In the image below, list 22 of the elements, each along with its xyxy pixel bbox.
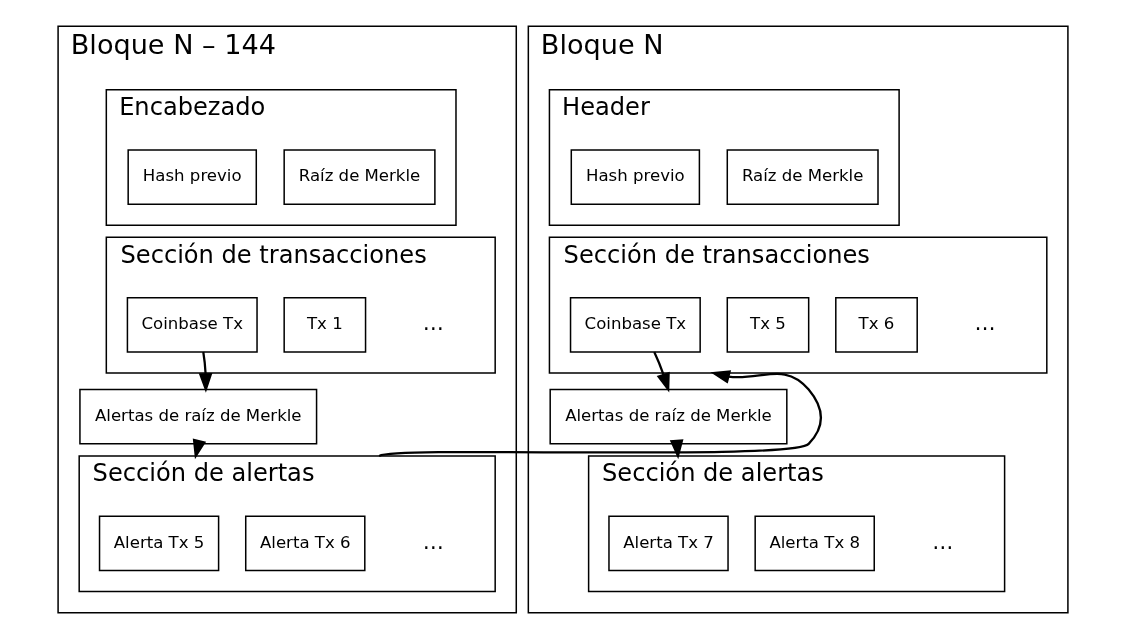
node-box: Alerta Tx 6 xyxy=(244,515,366,572)
node-box: Alerta Tx 8 xyxy=(754,515,875,572)
node-box: Tx 6 xyxy=(835,296,918,353)
node-box: Coinbase Tx xyxy=(569,296,701,353)
node-box: Raíz de Merkle xyxy=(726,149,879,205)
node-box: Alerta Tx 7 xyxy=(608,515,729,572)
arrow xyxy=(653,351,670,393)
arrow xyxy=(198,351,213,393)
node-box: Alerta Tx 5 xyxy=(98,515,220,572)
node-box: Tx 5 xyxy=(726,296,810,353)
label: … xyxy=(974,310,996,336)
label: … xyxy=(422,310,444,336)
node-box: Raíz de Merkle xyxy=(283,149,436,205)
node-box: Hash previo xyxy=(127,149,258,205)
arrow xyxy=(192,438,207,460)
node-box: Hash previo xyxy=(570,149,701,205)
node-box: Coinbase Tx xyxy=(126,296,258,353)
arrow xyxy=(378,370,822,457)
label: … xyxy=(422,528,444,554)
node-box: Tx 1 xyxy=(283,296,367,353)
arrow xyxy=(669,439,684,460)
label: … xyxy=(932,528,954,554)
